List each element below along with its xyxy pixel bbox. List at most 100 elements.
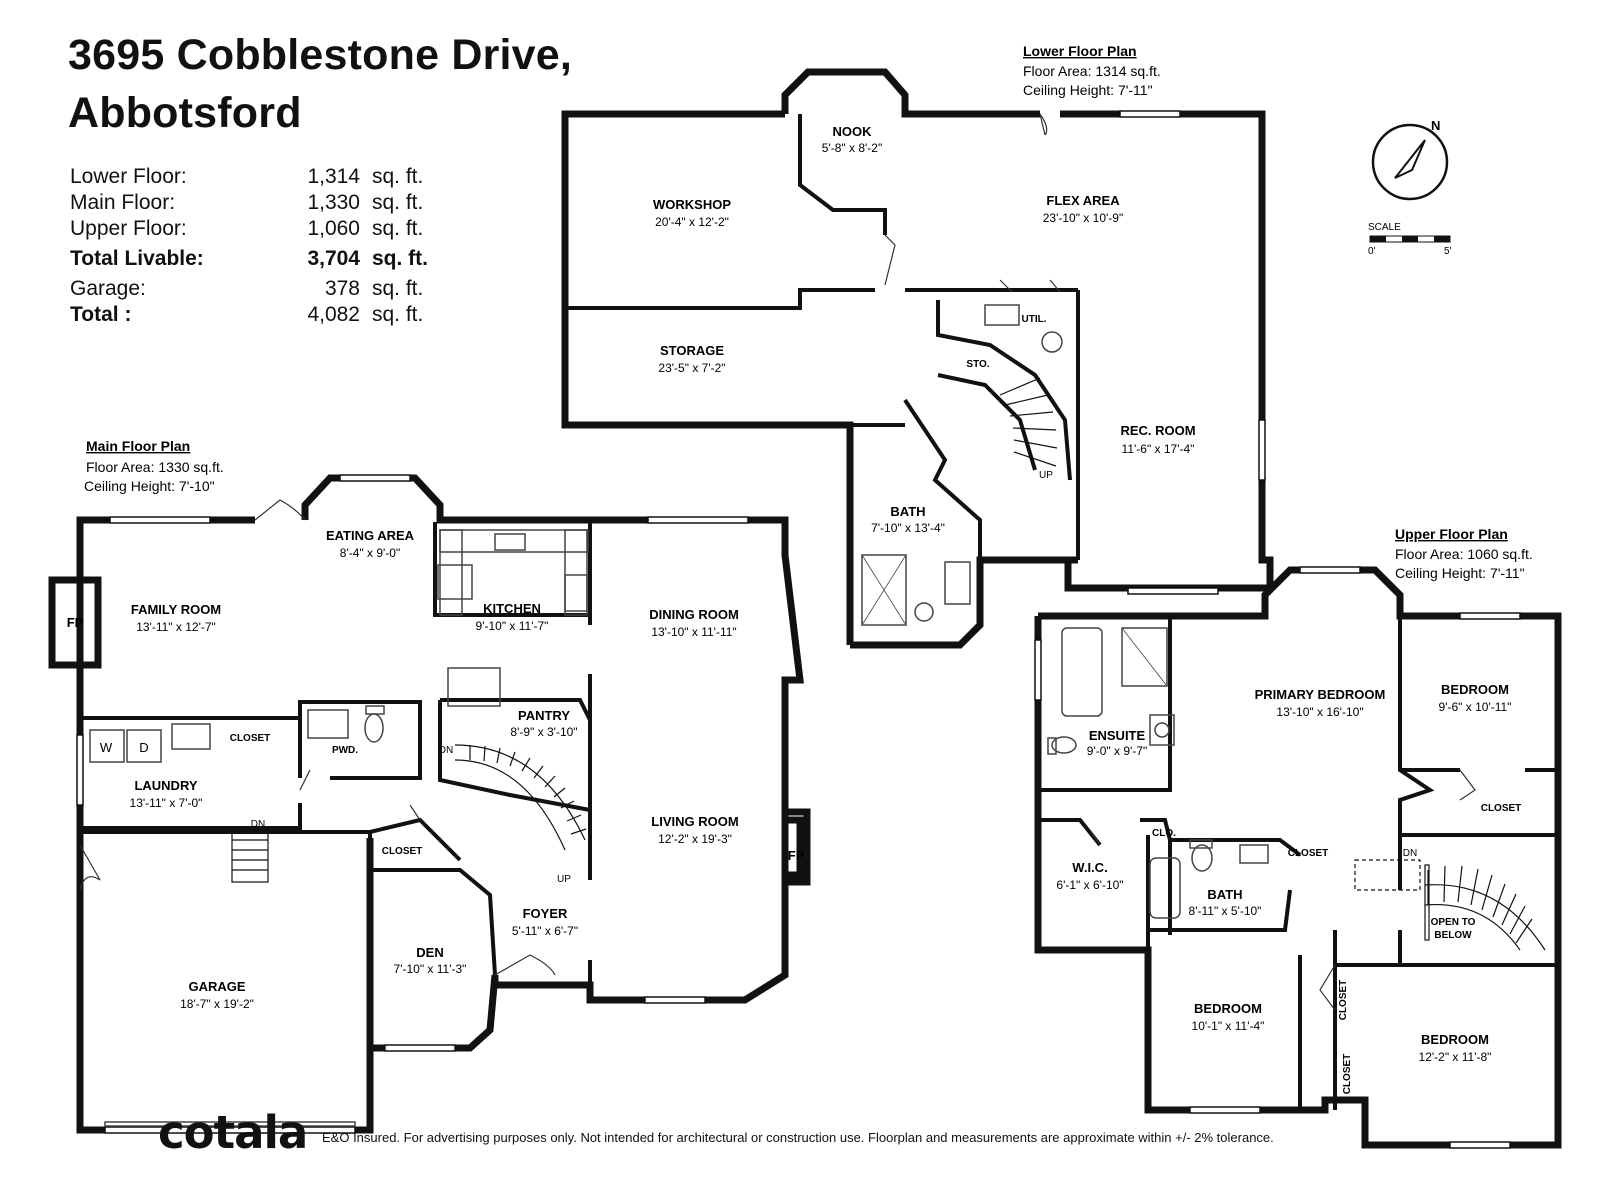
room-dims: 9'-10" x 11'-7": [476, 619, 549, 633]
upper-floor-walls: [1034, 566, 1562, 1149]
room-dims: 8'-9" x 3'-10": [510, 725, 577, 739]
room-name: BATH: [890, 504, 925, 519]
main-plan-heading: Main Floor Plan: [86, 438, 190, 454]
lower-plan-area: Floor Area: 1314 sq.ft.: [1023, 63, 1161, 79]
scale-label: SCALE: [1368, 222, 1401, 233]
sto-label: STO.: [966, 359, 989, 370]
up-label: UP: [557, 874, 571, 885]
room-name: BEDROOM: [1441, 682, 1509, 697]
lower-windows: [1119, 110, 1266, 595]
room-dims: 23'-10" x 10'-9": [1043, 211, 1123, 225]
main-plan-ceiling: Ceiling Height: 7'-10": [84, 478, 215, 494]
pwd-label: PWD.: [332, 745, 358, 756]
lower-plan-heading: Lower Floor Plan: [1023, 43, 1137, 59]
open-to-below-label: BELOW: [1434, 930, 1472, 941]
upper-plan-ceiling: Ceiling Height: 7'-11": [1395, 565, 1525, 581]
room-dims: 10'-1" x 11'-4": [1192, 1019, 1265, 1033]
summary-unit: sq. ft.: [372, 303, 424, 326]
summary-label: Garage:: [70, 277, 146, 300]
room-name: GARAGE: [188, 979, 245, 994]
closet-label: CLOSET: [1288, 848, 1329, 859]
summary-label: Upper Floor:: [70, 217, 187, 240]
upper-floor-interior: [1038, 616, 1558, 1110]
summary-label: Total :: [70, 303, 132, 326]
util-label: UTIL.: [1022, 314, 1047, 325]
room-name: DINING ROOM: [649, 607, 739, 622]
room-name: FOYER: [523, 906, 568, 921]
room-dims: 11'-6" x 17'-4": [1122, 442, 1195, 456]
summary-unit: sq. ft.: [372, 165, 424, 188]
title-line-1: 3695 Cobblestone Drive,: [68, 31, 573, 79]
scale-bar: SCALE 0' 5': [1368, 222, 1452, 257]
room-name: LAUNDRY: [134, 778, 197, 793]
brand-logo: cotala: [158, 1106, 308, 1159]
closet-label: CLOSET: [230, 733, 271, 744]
room-name: FLEX AREA: [1046, 193, 1120, 208]
room-dims: 5'-11" x 6'-7": [512, 924, 578, 938]
summary-value: 1,330: [307, 191, 360, 214]
upper-stairs: [1354, 859, 1546, 951]
room-name: BEDROOM: [1421, 1032, 1489, 1047]
room-dims: 12'-2" x 19'-3": [658, 832, 732, 846]
summary-value: 1,060: [307, 217, 360, 240]
room-dims: 6'-1" x 6'-10": [1056, 878, 1123, 892]
upper-room-labels: PRIMARY BEDROOM 13'-10" x 16'-10" BEDROO…: [1056, 682, 1521, 1094]
dryer-label: D: [139, 740, 148, 755]
room-dims: 5'-8" x 8'-2": [822, 141, 882, 155]
lower-fixtures: [861, 304, 1063, 626]
summary-unit: sq. ft.: [372, 217, 424, 240]
room-name: BATH: [1207, 887, 1242, 902]
room-name: W.I.C.: [1072, 860, 1107, 875]
dn-label: DN: [251, 819, 265, 830]
fireplace-label: FP: [788, 848, 805, 863]
lower-stairs: [999, 377, 1058, 467]
room-dims: 20'-4" x 12'-2": [655, 215, 729, 229]
fireplace-label: FP: [67, 615, 84, 630]
room-dims: 13'-11" x 12'-7": [136, 620, 216, 634]
room-dims: 7'-10" x 13'-4": [871, 521, 945, 535]
closet-label: CLOSET: [1342, 1054, 1353, 1095]
room-name: PRIMARY BEDROOM: [1255, 687, 1386, 702]
summary-label: Lower Floor:: [70, 165, 187, 188]
dn-label: DN: [1403, 848, 1417, 859]
main-floor-interior: [80, 520, 592, 985]
room-name: BEDROOM: [1194, 1001, 1262, 1016]
main-room-labels: EATING AREA 8'-4" x 9'-0" FAMILY ROOM 13…: [67, 528, 805, 1011]
north-label: N: [1431, 118, 1440, 133]
room-dims: 9'-6" x 10'-11": [1439, 700, 1512, 714]
summary-label: Total Livable:: [70, 247, 204, 270]
lower-doors: [884, 113, 1061, 293]
room-dims: 8'-4" x 9'-0": [340, 546, 400, 560]
room-dims: 12'-2" x 11'-8": [1419, 1050, 1492, 1064]
upper-plan-info: Upper Floor Plan Floor Area: 1060 sq.ft.…: [1395, 526, 1533, 581]
summary-unit: sq. ft.: [372, 277, 424, 300]
summary-value: 1,314: [307, 165, 360, 188]
disclaimer-text: E&O Insured. For advertising purposes on…: [322, 1130, 1274, 1145]
room-name: WORKSHOP: [653, 197, 731, 212]
main-windows: [76, 474, 749, 1134]
room-dims: 13'-10" x 11'-11": [651, 625, 736, 639]
main-stairs: [231, 744, 587, 883]
summary-value: 3,704: [307, 247, 360, 270]
room-dims: 13'-10" x 16'-10": [1276, 705, 1363, 719]
closet-label: CLOSET: [382, 846, 423, 857]
lower-plan-ceiling: Ceiling Height: 7'-11": [1023, 82, 1153, 98]
title-line-2: Abbotsford: [68, 89, 302, 137]
washer-label: W: [100, 740, 113, 755]
summary-label: Main Floor:: [70, 191, 176, 214]
summary-unit: sq. ft.: [372, 247, 428, 270]
closet-label: CLOSET: [1481, 803, 1522, 814]
upper-plan-area: Floor Area: 1060 sq.ft.: [1395, 546, 1533, 562]
upper-fixtures: [1047, 627, 1269, 919]
room-dims: 13'-11" x 7'-0": [130, 796, 203, 810]
summary-unit: sq. ft.: [372, 191, 424, 214]
main-fixtures: [89, 529, 589, 1127]
lower-floor-walls: [561, 68, 1274, 649]
up-label: UP: [1039, 470, 1053, 481]
room-name: LIVING ROOM: [651, 814, 738, 829]
open-to-below-label: OPEN TO: [1431, 917, 1476, 928]
room-name: STORAGE: [660, 343, 724, 358]
room-dims: 9'-0" x 9'-7": [1087, 744, 1147, 758]
room-dims: 18'-7" x 19'-2": [180, 997, 254, 1011]
